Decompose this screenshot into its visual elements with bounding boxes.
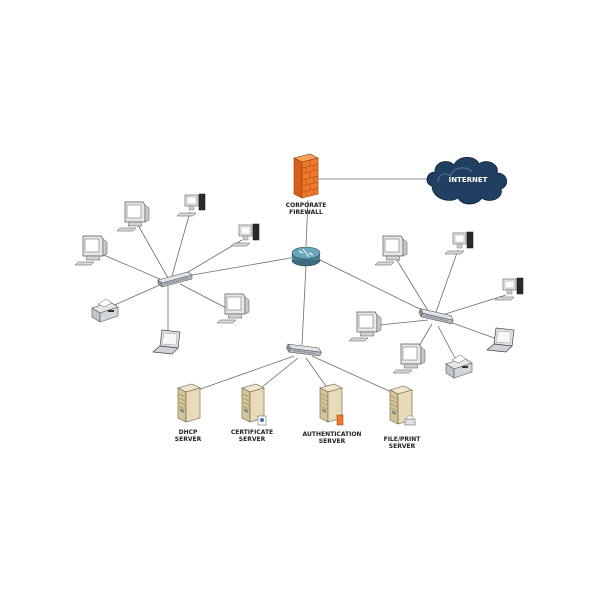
certificate-label-line2: SERVER (239, 436, 266, 443)
right-laptop-icon (487, 328, 514, 352)
firewall-label-line2: FIREWALL (289, 209, 323, 216)
right-monitor-top-icon (375, 236, 407, 265)
link-right-switch-desktop-top (436, 250, 458, 312)
right-printer-icon (446, 355, 472, 378)
corporate-firewall-icon (294, 154, 318, 198)
link-right-switch-laptop (444, 320, 500, 340)
link-right-switch-printer (438, 326, 456, 360)
certificate-label-line1: CERTIFICATE (231, 429, 273, 436)
left-desktop-right-icon (231, 224, 259, 246)
link-router-right-switch (316, 258, 432, 315)
link-left-switch-desktop-top (172, 212, 190, 276)
fileprint-label-line1: FILE/PRINT (384, 436, 422, 443)
right-desktop-right-icon (495, 278, 523, 300)
authentication-label-line2: SERVER (319, 438, 346, 445)
left-printer-icon (92, 299, 118, 322)
dhcp-label-line1: DHCP (179, 429, 198, 436)
link-left-switch-monitor-top (134, 218, 168, 278)
link-router-server-switch (302, 265, 306, 345)
server-switch-icon (285, 337, 322, 364)
link-left-switch-printer (110, 284, 162, 307)
fileprint-label-line2: SERVER (389, 443, 416, 450)
left-switch-icon (158, 272, 192, 287)
firewall-label-line1: CORPORATE (286, 202, 327, 209)
right-switch-icon (418, 302, 455, 331)
link-left-switch-monitor-right (180, 284, 230, 310)
link-right-switch-desktop-right (442, 295, 506, 315)
authentication-label-line1: AUTHENTICATION (303, 431, 362, 438)
internet-label: INTERNET (449, 176, 488, 184)
left-laptop-icon (153, 330, 180, 354)
right-monitor-bottom-icon (393, 344, 425, 373)
certificate-badge-icon (258, 416, 266, 425)
router-icon (292, 247, 320, 266)
left-monitor-right-icon (217, 294, 249, 323)
left-desktop-top-icon (177, 194, 205, 216)
right-monitor-left-icon (349, 312, 381, 341)
authentication-badge-icon (337, 415, 343, 425)
internet-cloud-icon: INTERNET (427, 157, 507, 204)
dhcp-server-icon (178, 384, 200, 422)
left-monitor-left-icon (75, 236, 107, 265)
link-router-left-switch (175, 257, 296, 278)
right-desktop-top-icon (445, 232, 473, 254)
left-monitor-top-icon (117, 202, 149, 231)
dhcp-label-line2: SERVER (175, 436, 202, 443)
